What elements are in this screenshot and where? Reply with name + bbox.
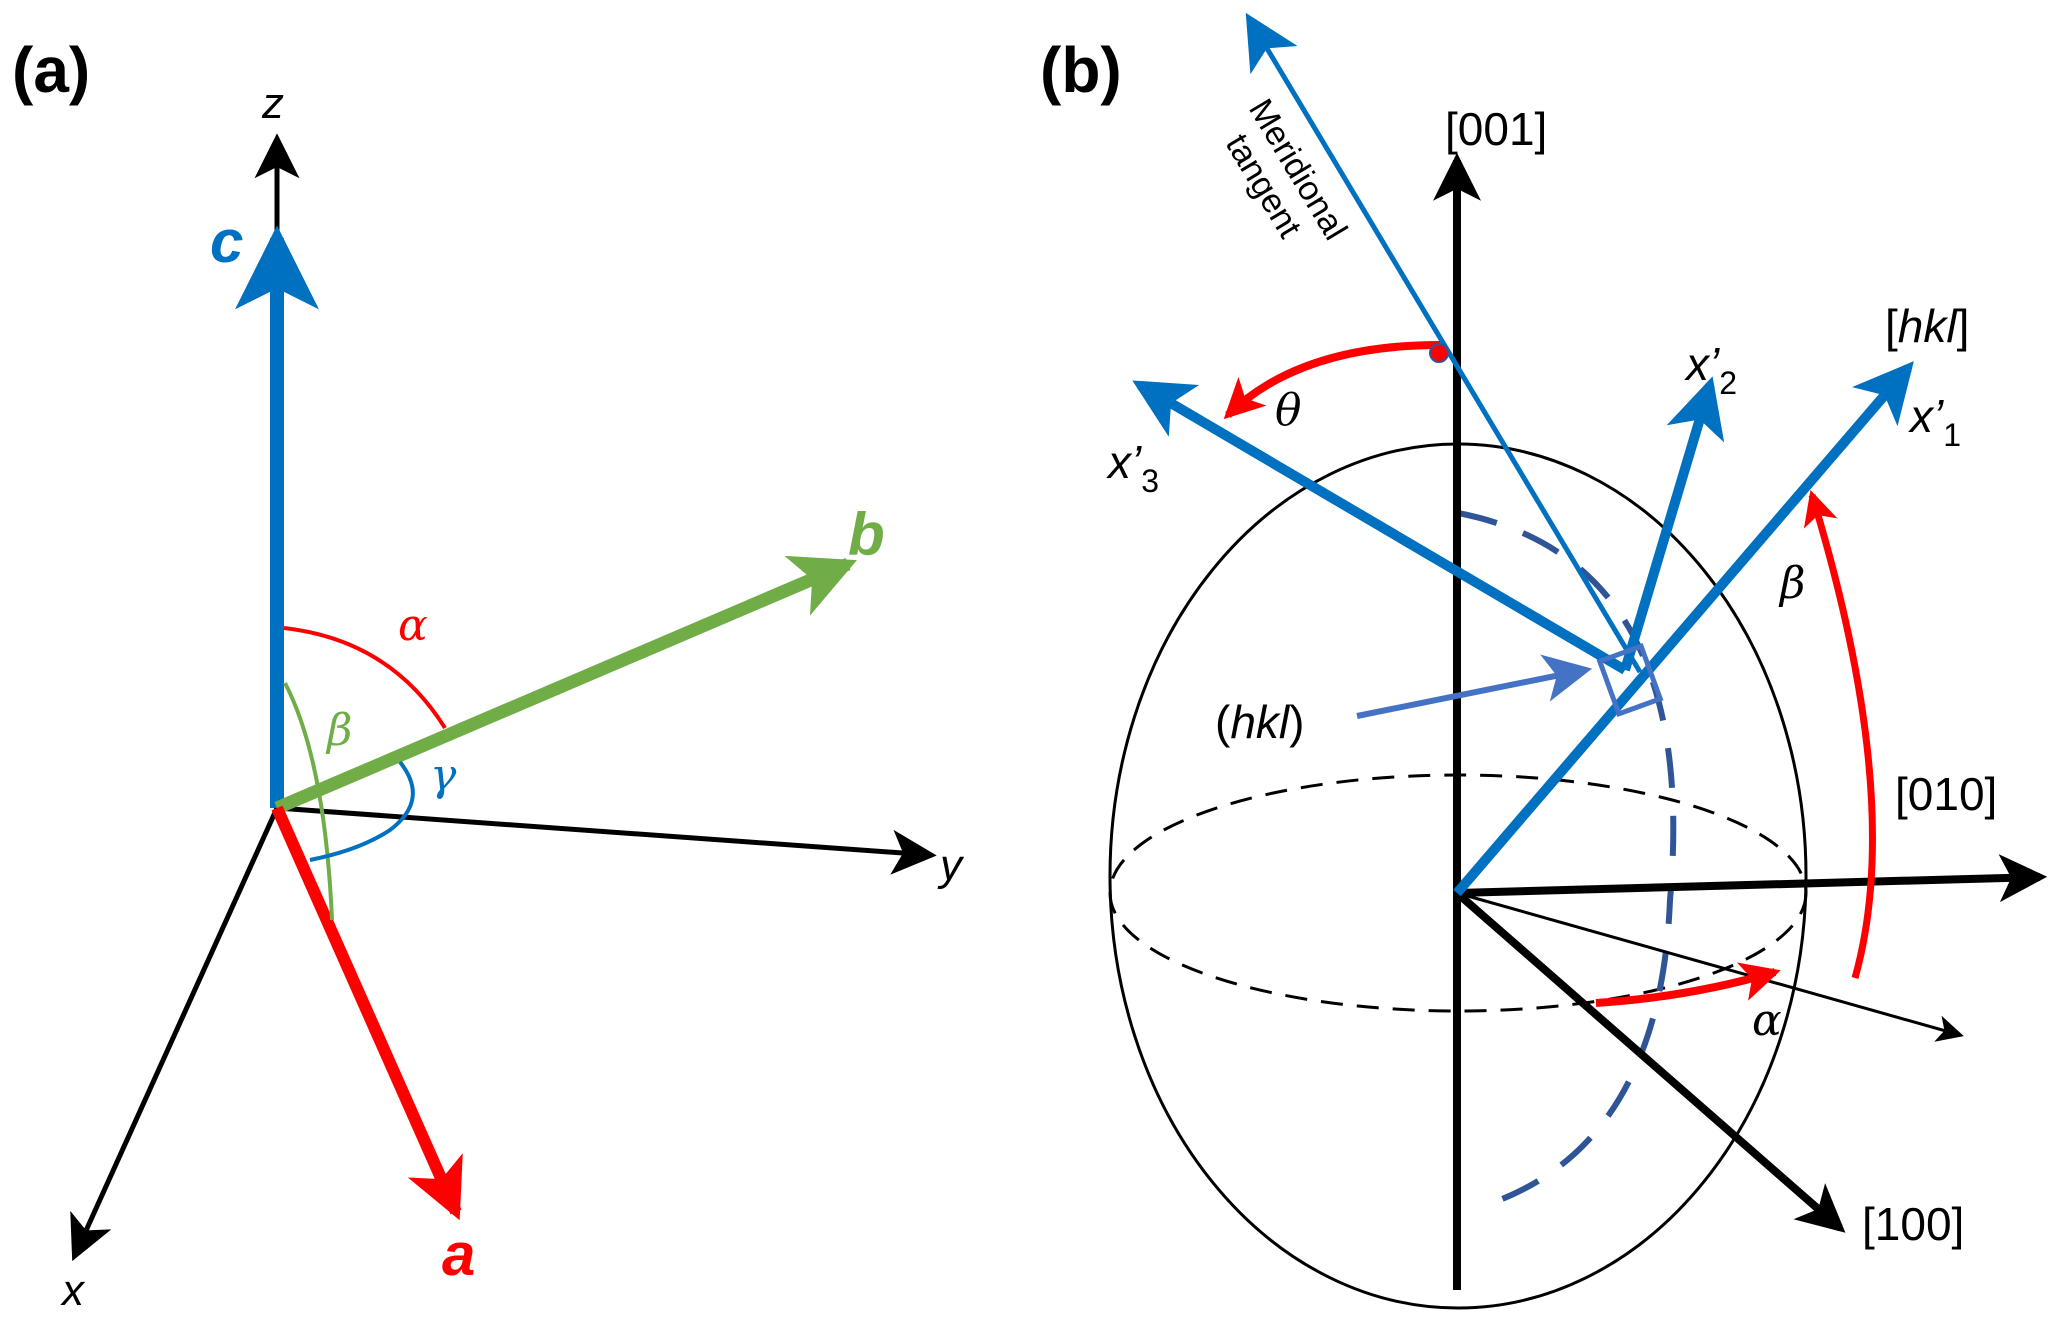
alpha-label-a: α [398, 600, 428, 651]
panel-b: (b) [001] [010] [100] Meridional tangent… [1040, 12, 2048, 1310]
beta-arc [283, 682, 334, 921]
beta-arc-b [1803, 489, 1876, 979]
alpha-arc [283, 626, 447, 730]
alpha-arc-b [1595, 962, 1781, 1007]
x-axis [70, 806, 280, 1262]
z-axis-label: z [261, 79, 284, 128]
tangent-point-marker [1429, 343, 1449, 363]
axis-100 [1454, 889, 1846, 1233]
panel-b-label: (b) [1040, 34, 1122, 106]
panel-a: (a) z y x c b a α β γ [12, 34, 965, 1315]
theta-label: θ [1275, 385, 1302, 436]
b-vector-label: b [848, 501, 885, 568]
c-vector-label: c [210, 208, 243, 275]
y-axis [276, 805, 937, 875]
panel-a-label: (a) [12, 34, 90, 106]
hkl-direction-label: [hkl] [1885, 300, 1969, 352]
axis-010 [1456, 854, 2048, 903]
x1-prime-label: x’1 [1908, 390, 1961, 453]
axis-100-label: [100] [1862, 1198, 1964, 1250]
x-axis-label: x [60, 1266, 86, 1315]
b-vector [274, 555, 857, 814]
gamma-arc [309, 760, 415, 862]
theta-arc [1223, 341, 1441, 420]
x1-prime-axis [1453, 361, 1914, 897]
x3-prime-axis [1132, 380, 1628, 675]
y-axis-label: y [937, 841, 965, 890]
projection-line [1456, 891, 1964, 1042]
axis-001-label: [001] [1445, 103, 1547, 155]
x3-prime-label: x’3 [1106, 436, 1159, 499]
meridional-tangent-label: Meridional tangent [1218, 93, 1355, 247]
x2-prime-label: x’2 [1684, 338, 1737, 401]
axis-010-label: [010] [1895, 768, 1997, 820]
beta-label-b: β [1778, 558, 1805, 609]
a-vector [271, 805, 463, 1221]
alpha-label-b: α [1752, 995, 1782, 1046]
hkl-plane-square [1596, 642, 1664, 718]
gamma-label-a: γ [430, 750, 457, 801]
x2-prime-axis [1620, 376, 1725, 672]
hkl-plane-pointer [1356, 654, 1593, 719]
beta-label-a: β [325, 705, 352, 756]
hkl-plane-label: (hkl) [1215, 696, 1304, 748]
a-vector-label: a [442, 1221, 475, 1288]
